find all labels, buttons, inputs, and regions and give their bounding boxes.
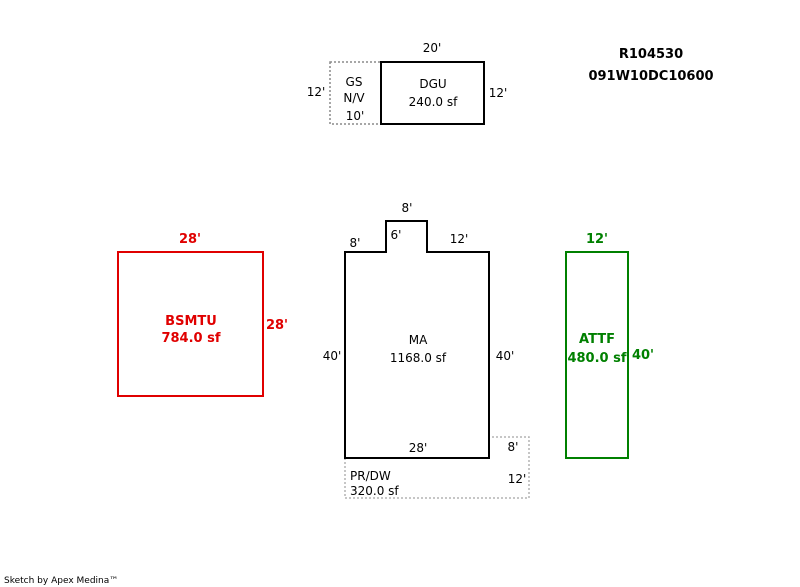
attf-dim-top: 12': [586, 232, 608, 247]
ma-dim-bottom: 28': [409, 441, 428, 455]
attf-area-value: 480.0 sf: [567, 351, 626, 366]
ma-area[interactable]: 8' 6' 8' 12' MA 1168.0 sf 40' 40' 28': [323, 201, 515, 459]
prdw-area[interactable]: PR/DW 320.0 sf 8' 12': [344, 436, 530, 499]
attf-outline: [565, 251, 629, 459]
dgu-label: DGU: [419, 77, 446, 91]
dgu-dim-right: 12': [489, 86, 508, 100]
sketch-credit: Sketch by Apex Medina™: [4, 576, 118, 586]
attf-label: ATTF: [579, 332, 615, 347]
ma-outline: [344, 220, 490, 459]
prdw-outline: [344, 436, 530, 499]
prdw-dim-right: 12': [508, 472, 527, 486]
ma-label: MA: [409, 333, 428, 347]
dgu-outline: [380, 61, 485, 125]
prdw-area-value: 320.0 sf: [350, 484, 399, 498]
ma-dim-notch-top: 8': [402, 201, 413, 215]
bsmtu-area[interactable]: 28' BSMTU 784.0 sf 28': [117, 232, 288, 397]
bsmtu-dim-right: 28': [266, 318, 288, 333]
bsmtu-dim-top: 28': [179, 232, 201, 247]
ma-dim-top-right: 12': [450, 232, 469, 246]
bsmtu-outline: [117, 251, 264, 397]
gs-label: GS: [346, 75, 363, 89]
gs-area[interactable]: GS N/V 10' 12': [307, 61, 382, 125]
ma-dim-left: 40': [323, 349, 342, 363]
prdw-dim-top-right: 8': [508, 440, 519, 454]
ma-dim-notch-side: 6': [391, 228, 402, 242]
ma-dim-top-left: 8': [350, 236, 361, 250]
attf-dim-right: 40': [632, 348, 654, 363]
dgu-area[interactable]: 20' DGU 240.0 sf 12': [380, 41, 508, 125]
bsmtu-label: BSMTU: [165, 314, 217, 329]
parcel-id: R104530: [619, 47, 683, 62]
prdw-label: PR/DW: [350, 469, 391, 483]
gs-dim-bottom: 10': [346, 109, 365, 123]
dgu-dim-top: 20': [423, 41, 442, 55]
gs-sublabel: N/V: [343, 91, 365, 105]
ma-dim-right: 40': [496, 349, 515, 363]
attf-area[interactable]: 12' ATTF 480.0 sf 40': [565, 232, 654, 459]
bsmtu-area-value: 784.0 sf: [161, 331, 220, 346]
gs-dim-left: 12': [307, 85, 326, 99]
dgu-area-value: 240.0 sf: [409, 95, 458, 109]
ma-area-value: 1168.0 sf: [390, 351, 447, 365]
account-id: 091W10DC10600: [588, 69, 713, 84]
